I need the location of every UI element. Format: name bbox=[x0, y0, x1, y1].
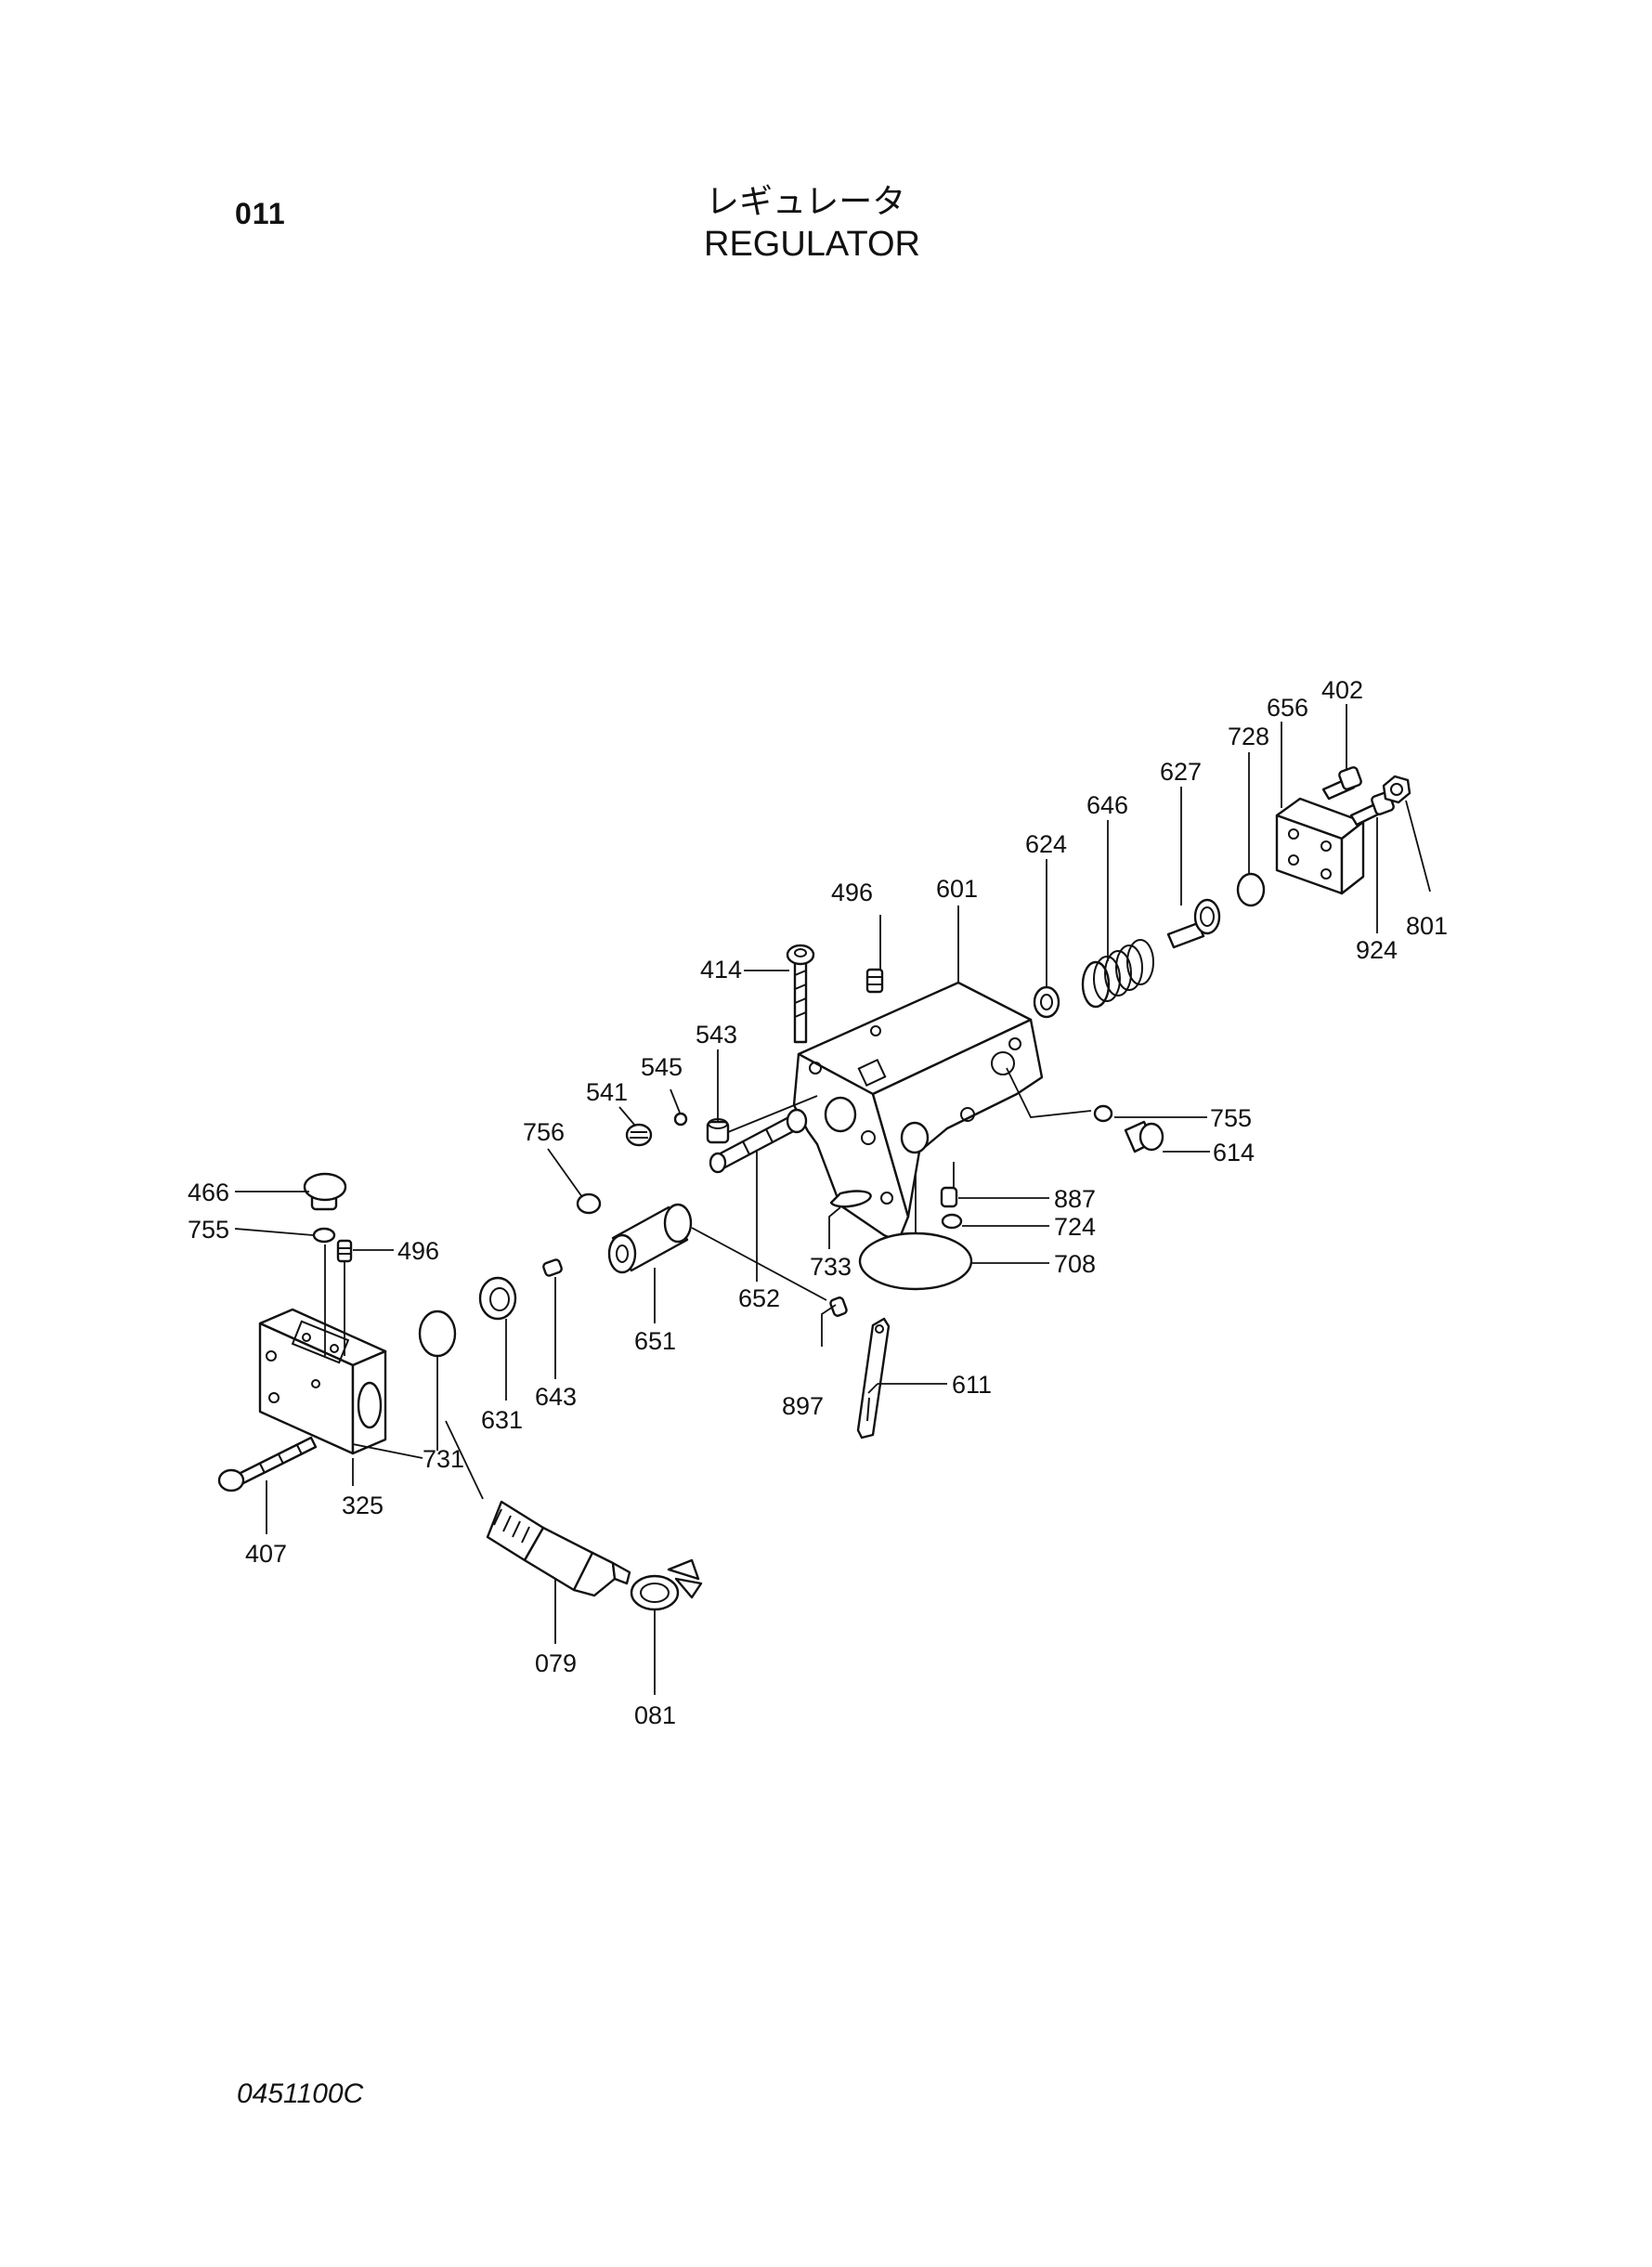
nut-801 bbox=[1382, 775, 1411, 804]
label-924: 924 bbox=[1356, 936, 1398, 964]
label-631: 631 bbox=[481, 1406, 523, 1434]
plug-614 bbox=[1124, 1120, 1164, 1153]
label-651: 651 bbox=[634, 1327, 676, 1355]
label-496-lower: 496 bbox=[397, 1237, 439, 1265]
label-755-left: 755 bbox=[188, 1216, 229, 1244]
label-079: 079 bbox=[535, 1649, 577, 1677]
ring-733 bbox=[829, 1190, 872, 1208]
sensor-079 bbox=[486, 1500, 631, 1597]
leader-lines bbox=[234, 704, 1431, 1695]
label-724: 724 bbox=[1054, 1213, 1096, 1241]
plug-496-lower bbox=[336, 1239, 353, 1263]
bolt-407 bbox=[217, 1436, 318, 1492]
label-601: 601 bbox=[936, 875, 978, 903]
label-755-right: 755 bbox=[1210, 1104, 1252, 1132]
label-652: 652 bbox=[738, 1284, 780, 1312]
label-543: 543 bbox=[696, 1021, 737, 1049]
drawing-code: 0451100C bbox=[237, 2078, 364, 2109]
label-081: 081 bbox=[634, 1701, 676, 1729]
page-number: 011 bbox=[235, 197, 286, 230]
label-407: 407 bbox=[245, 1540, 287, 1568]
casing-601 bbox=[792, 981, 1044, 1246]
label-466: 466 bbox=[188, 1179, 229, 1206]
o-ring-728 bbox=[1236, 872, 1266, 907]
seat-541 bbox=[625, 1123, 653, 1147]
label-728: 728 bbox=[1228, 723, 1269, 750]
label-756: 756 bbox=[523, 1118, 565, 1146]
sleeve-631 bbox=[478, 1276, 517, 1321]
cover-plate-656 bbox=[1275, 797, 1365, 895]
label-887: 887 bbox=[1054, 1185, 1096, 1213]
label-624: 624 bbox=[1025, 830, 1067, 858]
ball-545 bbox=[673, 1112, 688, 1127]
label-733: 733 bbox=[810, 1253, 852, 1281]
o-ring-731 bbox=[418, 1309, 457, 1358]
lever-611 bbox=[856, 1317, 891, 1440]
label-611: 611 bbox=[952, 1371, 992, 1399]
label-646: 646 bbox=[1086, 791, 1128, 819]
label-414: 414 bbox=[700, 956, 742, 984]
label-897: 897 bbox=[782, 1392, 824, 1420]
pin-643 bbox=[542, 1258, 563, 1277]
sleeve-543 bbox=[706, 1118, 730, 1144]
o-ring-756 bbox=[576, 1192, 602, 1215]
spool-652 bbox=[709, 1108, 808, 1174]
label-402: 402 bbox=[1321, 676, 1363, 704]
o-ring-755-left bbox=[312, 1227, 336, 1244]
title-japanese: レギュレータ bbox=[706, 183, 906, 221]
label-708: 708 bbox=[1054, 1250, 1096, 1278]
label-614: 614 bbox=[1213, 1139, 1255, 1166]
pin-887 bbox=[940, 1186, 958, 1208]
bolt-414 bbox=[786, 944, 815, 1044]
bolt-402 bbox=[1321, 766, 1362, 801]
label-496-upper: 496 bbox=[831, 879, 873, 906]
part-labels: 402 656 728 627 646 624 924 801 496 601 … bbox=[188, 676, 1448, 1729]
label-541: 541 bbox=[586, 1078, 628, 1106]
piston-627 bbox=[1166, 898, 1221, 949]
sleeve-651 bbox=[607, 1203, 693, 1274]
label-643: 643 bbox=[535, 1383, 577, 1411]
o-ring-724 bbox=[941, 1213, 963, 1230]
plug-496-upper bbox=[865, 968, 884, 994]
label-731: 731 bbox=[423, 1445, 464, 1473]
pin-897 bbox=[829, 1296, 848, 1317]
washer-624 bbox=[1033, 985, 1060, 1019]
spring-646 bbox=[1081, 939, 1154, 1009]
o-ring-708 bbox=[858, 1231, 973, 1291]
label-325: 325 bbox=[342, 1492, 384, 1519]
clamp-081 bbox=[630, 1558, 703, 1611]
label-627: 627 bbox=[1160, 758, 1202, 786]
title-english: REGULATOR bbox=[704, 225, 920, 264]
plug-466 bbox=[303, 1172, 347, 1211]
label-801: 801 bbox=[1406, 912, 1448, 940]
label-656: 656 bbox=[1267, 694, 1308, 722]
label-545: 545 bbox=[641, 1053, 683, 1081]
block-325 bbox=[258, 1308, 387, 1455]
o-ring-755-right bbox=[1093, 1104, 1113, 1123]
